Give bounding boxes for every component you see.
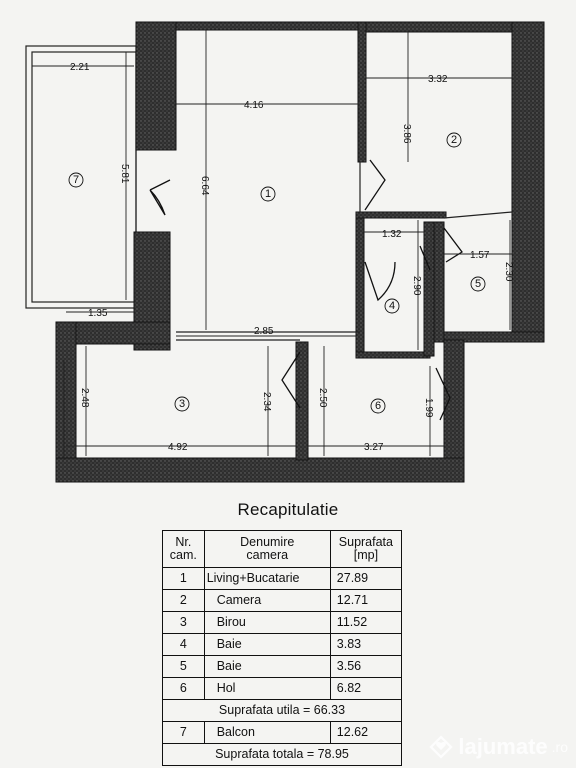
svg-text:1: 1 [265, 188, 271, 200]
row-area: 11.52 [329, 611, 403, 634]
row-name: Birou [203, 611, 331, 634]
row-nr: 1 [162, 567, 205, 590]
room-2-label: 2 [446, 132, 462, 148]
row-name: Camera [203, 589, 331, 612]
row-nr: 3 [162, 611, 205, 634]
header-area: Suprafata[mp] [329, 530, 403, 568]
dim-2-21: 2.21 [70, 62, 90, 73]
dim-2-50: 2.50 [317, 388, 328, 408]
dim-3-86: 3.86 [401, 124, 412, 144]
table-row: 3 Birou 11.52 [162, 611, 403, 634]
dim-1-35: 1.35 [88, 308, 108, 319]
dim-3-27: 3.27 [364, 442, 384, 453]
watermark-text: lajumate [458, 734, 548, 759]
row-nr: 6 [162, 677, 205, 700]
heart-diamond-icon [429, 735, 453, 759]
row-area: 3.83 [329, 633, 403, 656]
row-area: 12.62 [329, 721, 403, 744]
room-1-label: 1 [260, 186, 276, 202]
room-4-label: 4 [384, 298, 400, 314]
balcony-outline [25, 45, 137, 309]
dim-2-48: 2.48 [79, 388, 90, 408]
row-nr: 5 [162, 655, 205, 678]
row-area: 12.71 [329, 589, 403, 612]
header-nr: Nr.cam. [162, 530, 205, 568]
room-3-label: 3 [174, 396, 190, 412]
partitions [63, 162, 513, 460]
dimension-labels: 2.21 4.16 3.32 3.86 5.81 6.64 1.32 1.57 … [70, 62, 514, 453]
dim-3-32: 3.32 [428, 74, 448, 85]
dim-5-81: 5.81 [119, 164, 130, 184]
dim-2-34: 2.34 [261, 392, 272, 412]
dim-2-85: 2.85 [254, 326, 274, 337]
row-name: Balcon [203, 721, 331, 744]
table-row: 2 Camera 12.71 [162, 589, 403, 612]
room-6-label: 6 [370, 398, 386, 414]
suprafata-totala: Suprafata totala = 78.95 [162, 743, 402, 766]
svg-text:2: 2 [451, 134, 457, 146]
recap-title: Recapitulatie [237, 500, 339, 519]
svg-text:5: 5 [475, 278, 481, 290]
dim-1-57: 1.57 [470, 250, 490, 261]
row-name: Baie [203, 655, 331, 678]
svg-text:6: 6 [375, 400, 381, 412]
row-nr: 4 [162, 633, 205, 656]
room-labels: 1 2 3 4 5 6 7 [68, 132, 486, 414]
svg-text:4: 4 [389, 300, 395, 312]
suprafata-totala-row: Suprafata totala = 78.95 [162, 743, 402, 766]
table-row: 4 Baie 3.83 [162, 633, 403, 656]
dim-1-32: 1.32 [382, 229, 402, 240]
row-nr: 2 [162, 589, 205, 612]
table-row: 5 Baie 3.56 [162, 655, 403, 678]
room-7-label: 7 [68, 172, 84, 188]
row-nr: 7 [162, 721, 205, 744]
suprafata-utila: Suprafata utila = 66.33 [162, 699, 402, 722]
dim-6-64: 6.64 [199, 176, 210, 196]
suprafata-utila-row: Suprafata utila = 66.33 [162, 699, 402, 722]
table-row: 1 Living+Bucatarie 27.89 [162, 567, 403, 590]
table-row: 6 Hol 6.82 [162, 677, 403, 700]
svg-text:7: 7 [73, 174, 79, 186]
row-area: 3.56 [329, 655, 403, 678]
room-5-label: 5 [470, 276, 486, 292]
floor-plan: 2.21 4.16 3.32 3.86 5.81 6.64 1.32 1.57 … [25, 21, 545, 483]
watermark-suffix: .ro [551, 739, 568, 755]
dim-2-90: 2.90 [411, 276, 422, 296]
svg-text:3: 3 [179, 398, 185, 410]
watermark: lajumate.ro [428, 734, 568, 760]
row-name: Baie [203, 633, 331, 656]
row-name: Hol [203, 677, 331, 700]
dim-2-30: 2.30 [503, 262, 514, 282]
row-area: 27.89 [329, 567, 403, 590]
row-area: 6.82 [329, 677, 403, 700]
doors [149, 159, 463, 421]
dimension-lines [32, 30, 512, 456]
dim-4-92: 4.92 [168, 442, 188, 453]
dim-4-16: 4.16 [244, 100, 264, 111]
walls [55, 21, 545, 483]
row-name: Living+Bucatarie [203, 567, 331, 590]
dim-1-99: 1.99 [423, 398, 434, 418]
balcon-row: 7 Balcon 12.62 [162, 721, 403, 744]
